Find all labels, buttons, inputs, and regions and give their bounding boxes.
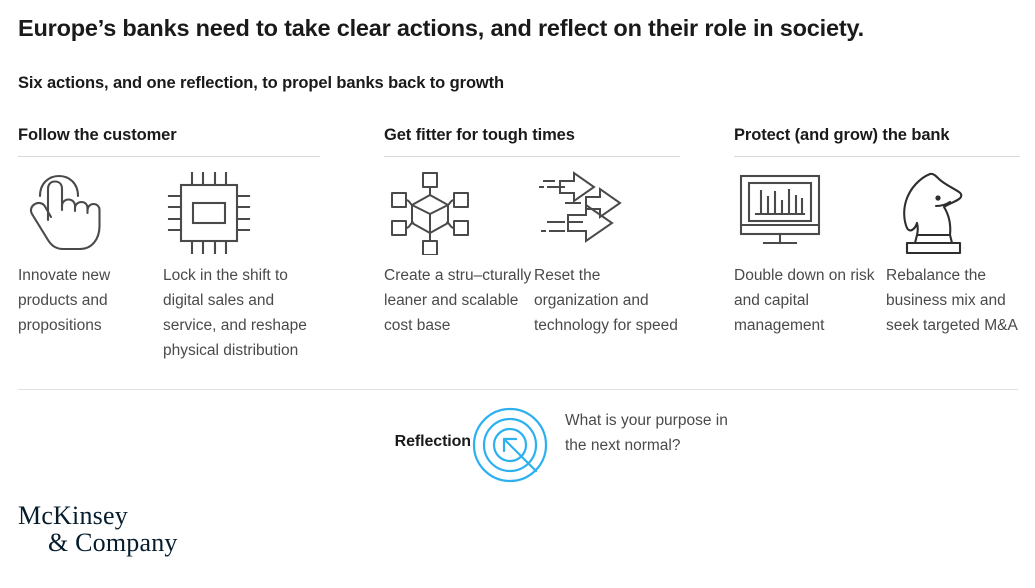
reflection-label: Reflection [394, 433, 471, 450]
action-card[interactable]: Rebalance the business mix and seek targ… [886, 171, 1020, 338]
reflection-section: Reflection What is your purpose in the n… [18, 405, 1018, 489]
column-cards: Double down on risk and capital manageme… [734, 171, 1020, 338]
tap-hand-icon [18, 171, 163, 259]
action-card-text: Lock in the shift to digital sales and s… [163, 266, 307, 359]
speed-arrows-icon [534, 170, 680, 259]
action-card-text: Double down on risk and capital manageme… [734, 266, 875, 334]
chess-knight-icon [886, 171, 1020, 259]
page-title: Europe’s banks need to take clear action… [18, 15, 864, 41]
column-get-fitter-for-tough-times: Get fitter for tough times [384, 126, 680, 338]
action-card[interactable]: Reset the organization and technology fo… [534, 170, 680, 338]
network-cube-icon [384, 171, 534, 259]
column-cards: Innovate new products and propositions L… [18, 171, 320, 363]
column-title: Follow the customer [18, 126, 177, 144]
column-divider [18, 155, 320, 157]
column-protect-and-grow-the-bank: Protect (and grow) the bank Double down … [734, 126, 1020, 338]
column-divider [734, 155, 1020, 157]
action-card-text: Innovate new products and propositions [18, 266, 111, 334]
logo-line-1: McKinsey [18, 501, 128, 530]
column-title: Protect (and grow) the bank [734, 126, 950, 144]
mckinsey-logo: McKinsey & Company [18, 501, 178, 557]
action-card[interactable]: Create a stru–cturally leaner and scalab… [384, 171, 534, 338]
action-card-text: Create a stru–cturally leaner and scalab… [384, 266, 532, 334]
cpu-chip-icon [163, 171, 320, 259]
target-arrow-icon [470, 405, 550, 490]
action-card-text: Rebalance the business mix and seek targ… [886, 266, 1018, 334]
logo-line-2: & Company [48, 527, 178, 557]
section-divider [18, 389, 1018, 390]
action-card[interactable]: Lock in the shift to digital sales and s… [163, 171, 320, 363]
column-title: Get fitter for tough times [384, 126, 575, 144]
page-subtitle: Six actions, and one reflection, to prop… [18, 74, 505, 92]
action-card-text: Reset the organization and technology fo… [534, 266, 678, 334]
column-divider [384, 155, 680, 157]
reflection-question: What is your purpose in the next normal? [565, 412, 728, 454]
column-cards: Create a stru–cturally leaner and scalab… [384, 170, 680, 338]
monitor-chart-icon [734, 171, 886, 259]
column-follow-the-customer: Follow the customer Innovate new product… [18, 126, 320, 363]
action-card[interactable]: Double down on risk and capital manageme… [734, 171, 886, 338]
action-card[interactable]: Innovate new products and propositions [18, 171, 163, 363]
